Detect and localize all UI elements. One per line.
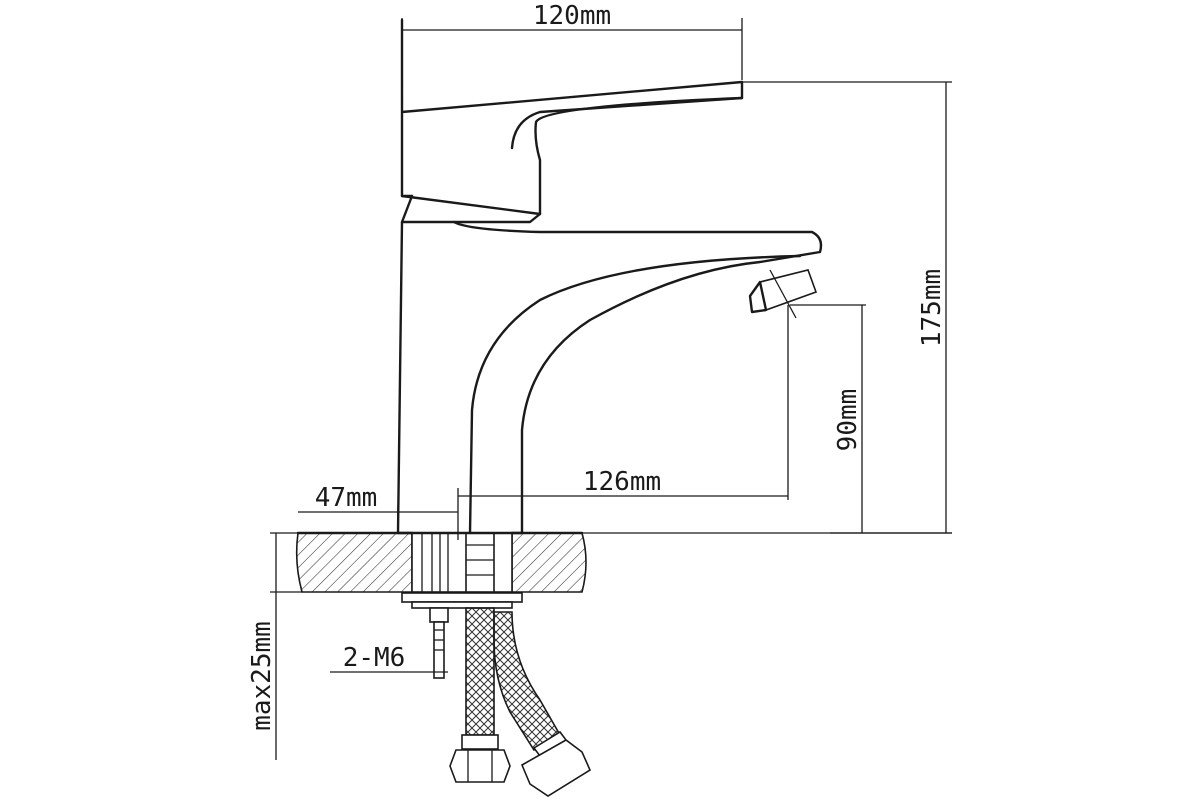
dim-label-total-height: 175mm: [917, 269, 947, 347]
dimension-lines: [270, 18, 952, 760]
mounting-shank: [411, 532, 513, 593]
dim-label-spout-reach: 126mm: [583, 467, 661, 497]
dim-label-max-counter-thickness: max25mm: [247, 621, 277, 731]
fixing-plate: [401, 592, 523, 609]
dim-label-top-width: 120mm: [533, 1, 611, 31]
m6-stud: [429, 607, 449, 679]
faucet-body: [396, 18, 823, 535]
flexible-hose-left: [449, 607, 511, 783]
countertop-section: [295, 531, 587, 593]
dim-label-studs: 2-M6: [343, 643, 406, 673]
dim-label-base-offset: 47mm: [315, 483, 378, 513]
flexible-hose-right: [493, 611, 592, 797]
dim-label-spout-height: 90mm: [833, 389, 863, 452]
